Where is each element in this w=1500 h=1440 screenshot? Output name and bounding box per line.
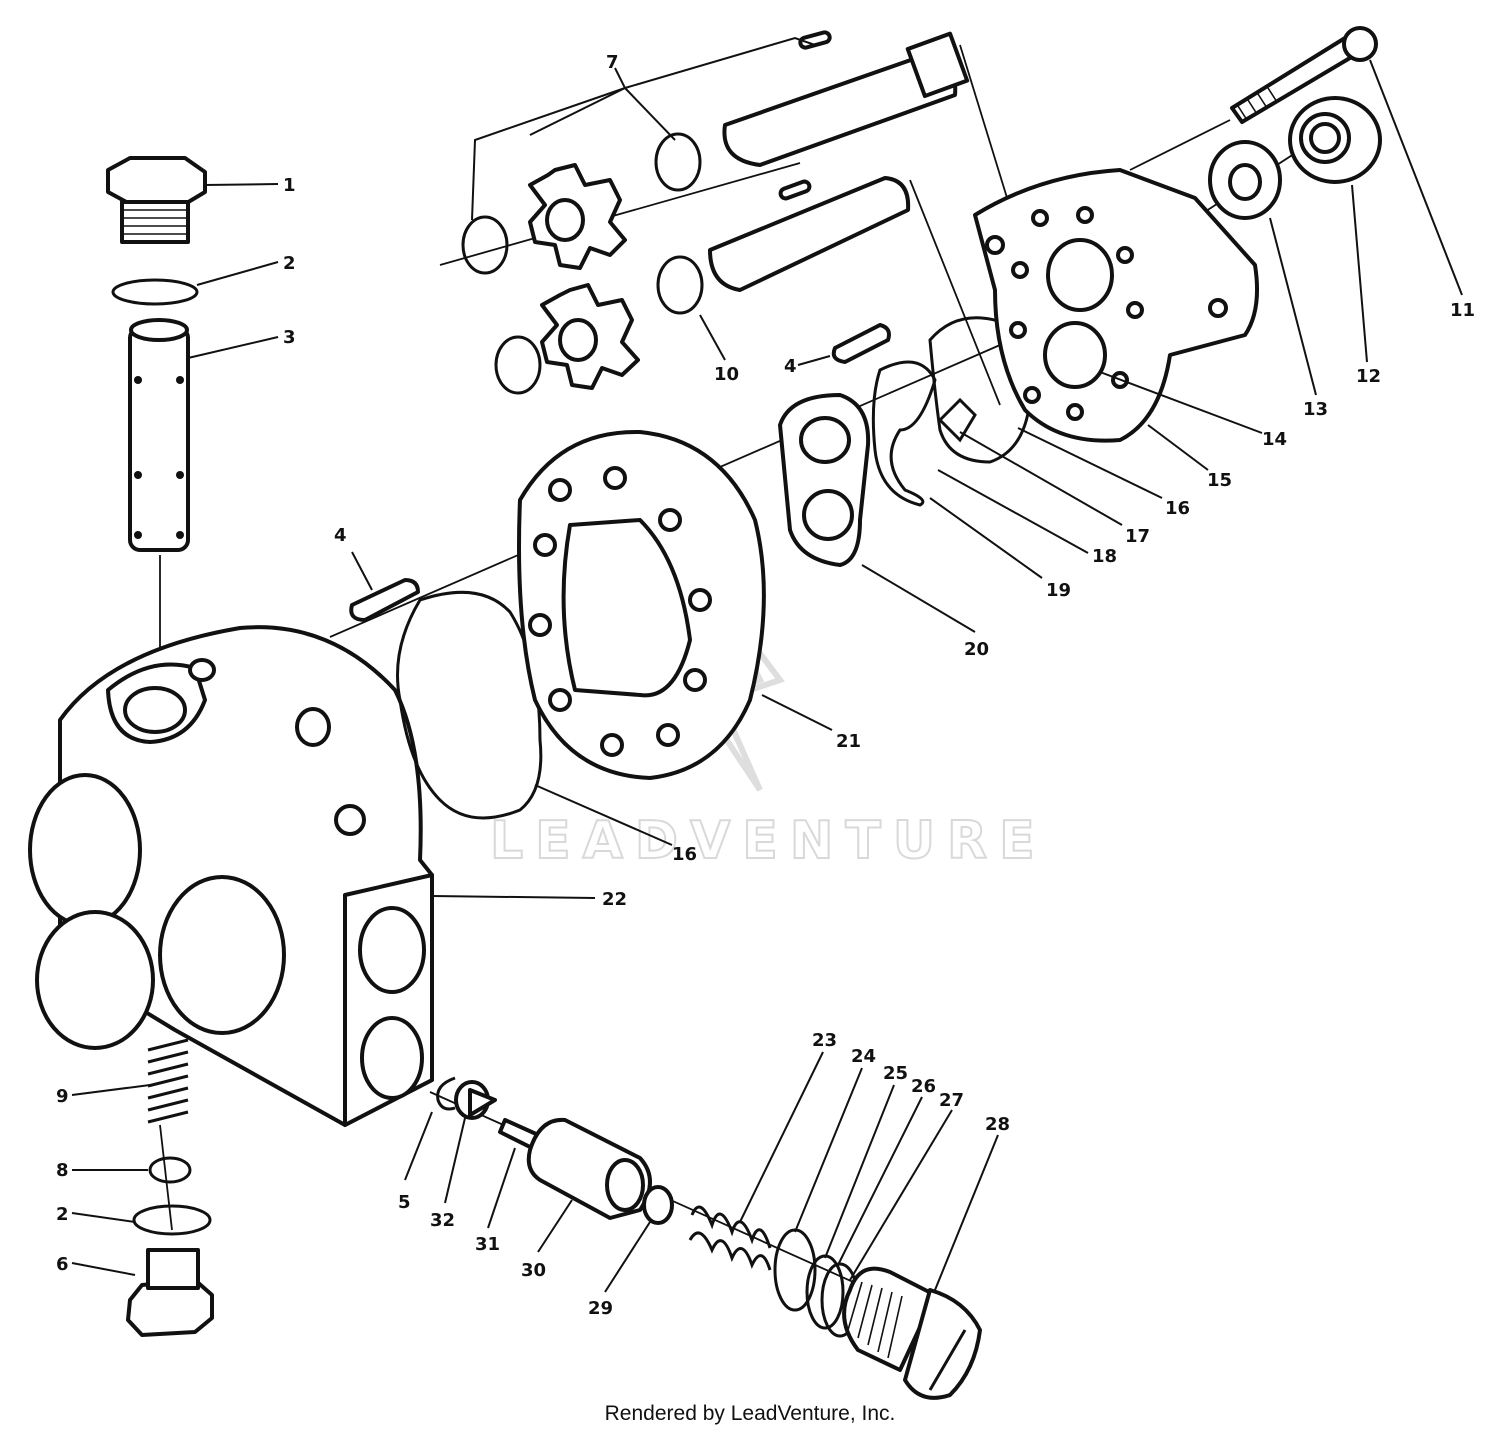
watermark: LEADVENTURE — [489, 598, 1047, 872]
part-washer-29 — [642, 1185, 674, 1225]
part-bearing — [1288, 96, 1382, 184]
part-washer — [1208, 140, 1282, 220]
callout-4-upper: 4 — [784, 356, 797, 377]
callout-8: 8 — [56, 1160, 69, 1181]
part-end-cover — [973, 168, 1259, 443]
part-spring-23 — [688, 1205, 772, 1271]
part-pump-body — [28, 625, 434, 1127]
callout-16-upper: 16 — [1165, 498, 1190, 519]
part-idler-shaft — [708, 176, 911, 292]
callout-32: 32 — [430, 1210, 455, 1231]
part-tube — [128, 318, 190, 552]
part-oring-24 — [773, 1228, 817, 1312]
callout-26: 26 — [911, 1076, 936, 1097]
callout-5: 5 — [398, 1192, 411, 1213]
callout-1: 1 — [283, 175, 296, 196]
part-oring-lower — [132, 1204, 212, 1236]
callout-15: 15 — [1207, 470, 1232, 491]
callout-31: 31 — [475, 1234, 500, 1255]
part-dowel-pin-upper — [831, 323, 891, 364]
callout-29: 29 — [588, 1298, 613, 1319]
callout-19: 19 — [1046, 580, 1071, 601]
callout-28: 28 — [985, 1114, 1010, 1135]
callout-25: 25 — [883, 1063, 908, 1084]
callout-30: 30 — [521, 1260, 546, 1281]
part-bolt — [1230, 26, 1378, 124]
callout-7: 7 — [606, 52, 619, 73]
callout-9: 9 — [56, 1086, 69, 1107]
callout-23: 23 — [812, 1030, 837, 1051]
part-disc-8 — [148, 1156, 192, 1184]
callout-27: 27 — [939, 1090, 964, 1111]
callout-20: 20 — [964, 639, 989, 660]
callout-3: 3 — [283, 327, 296, 348]
part-gear-upper — [528, 163, 627, 270]
callout-10: 10 — [714, 364, 739, 385]
callout-18: 18 — [1092, 546, 1117, 567]
part-adjusting-screw-28 — [842, 1266, 982, 1400]
part-plug-lower — [126, 1248, 214, 1337]
callout-17: 17 — [1125, 526, 1150, 547]
watermark-text: LEADVENTURE — [490, 811, 1047, 871]
credit-footer: Rendered by LeadVenture, Inc. — [604, 1402, 896, 1425]
watermark-logo — [695, 598, 785, 792]
callout-22: 22 — [602, 889, 627, 910]
part-retaining-rings — [461, 132, 704, 395]
callout-4-lower: 4 — [334, 525, 347, 546]
part-spring-9 — [147, 1038, 189, 1124]
callout-13: 13 — [1303, 399, 1328, 420]
part-poppet-32 — [454, 1080, 497, 1120]
callout-12: 12 — [1356, 366, 1381, 387]
callout-6: 6 — [56, 1254, 69, 1275]
leader-lines — [71, 36, 1463, 1293]
callout-11: 11 — [1450, 300, 1475, 321]
part-gear-housing — [517, 429, 766, 780]
part-piston-30 — [526, 1117, 652, 1220]
part-gear-lower — [540, 283, 640, 390]
part-wear-plate — [778, 393, 871, 567]
part-seal-17 — [937, 397, 977, 443]
part-dowel-pin-left — [349, 578, 420, 622]
callout-16-lower: 16 — [672, 844, 697, 865]
callout-21: 21 — [836, 731, 861, 752]
callout-2-lower: 2 — [56, 1204, 69, 1225]
callout-labels: 1 2 3 4 4 7 10 11 12 13 14 15 16 17 18 1… — [56, 52, 1475, 1319]
part-drive-shaft — [722, 30, 970, 167]
part-snap-ring-5 — [436, 1076, 456, 1111]
part-gasket-lower — [396, 590, 543, 820]
part-seal-19 — [871, 360, 937, 507]
part-oring-top — [111, 278, 199, 306]
callout-24: 24 — [851, 1046, 876, 1067]
callout-2-top: 2 — [283, 253, 296, 274]
callout-14: 14 — [1262, 429, 1287, 450]
part-plug-top — [106, 156, 207, 244]
